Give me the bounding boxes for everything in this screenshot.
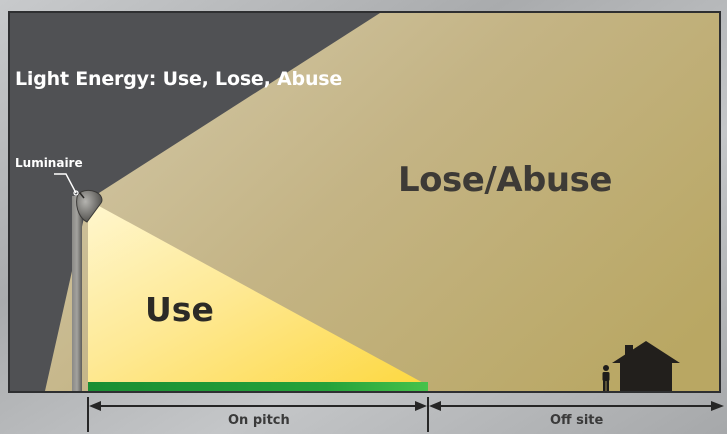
- off-site-label: Off site: [550, 413, 604, 428]
- house-icon: [612, 341, 680, 391]
- lighting-pole: [72, 196, 82, 391]
- diagram-title: Light Energy: Use, Lose, Abuse: [15, 68, 343, 90]
- off-site-dimension-arrow: [429, 401, 724, 411]
- pitch-strip: [88, 382, 428, 391]
- lose-abuse-label: Lose/Abuse: [398, 160, 612, 200]
- luminaire-label: Luminaire: [15, 156, 83, 170]
- luminaire-leader-line: [54, 173, 77, 194]
- luminaire-leader-dot: [73, 190, 79, 196]
- luminaire-icon: [76, 189, 103, 223]
- use-region: [88, 200, 427, 385]
- use-label: Use: [145, 290, 214, 329]
- person-icon: [602, 365, 610, 391]
- on-pitch-dimension-arrow: [87, 397, 429, 432]
- on-pitch-label: On pitch: [228, 413, 290, 428]
